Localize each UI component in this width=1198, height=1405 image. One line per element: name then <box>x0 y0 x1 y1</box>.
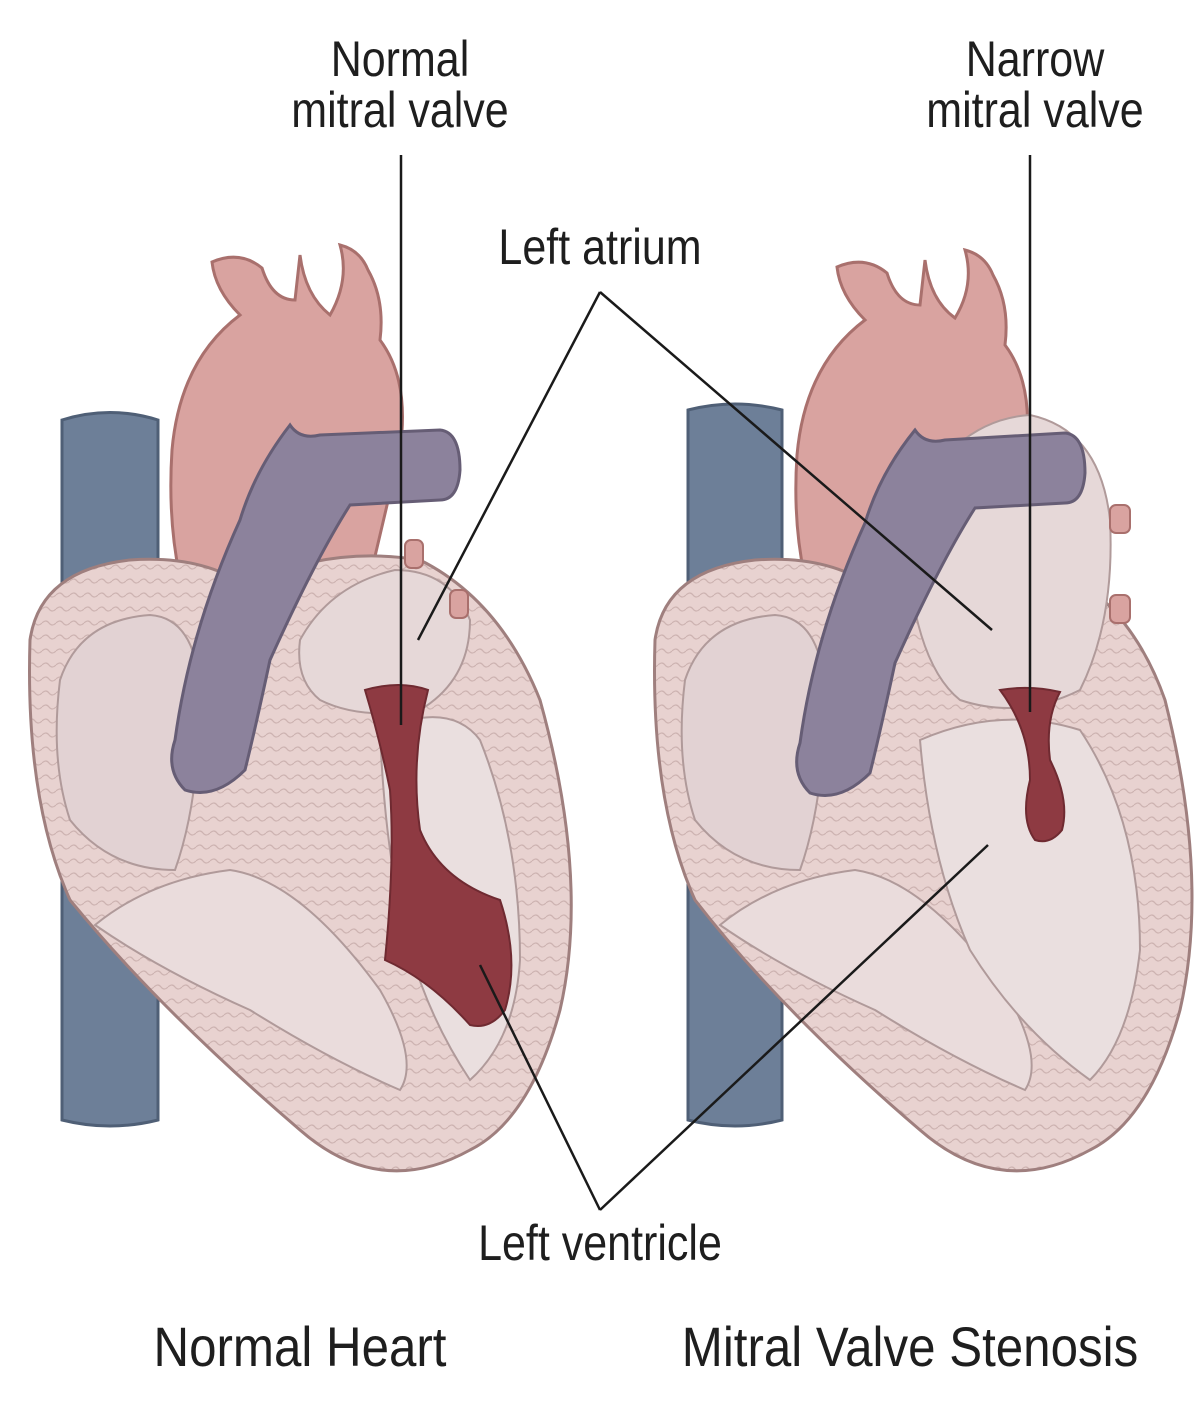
pulmonary-vein-stenosis-2 <box>1110 595 1130 623</box>
label-normal-valve-line1: Normal <box>280 34 521 85</box>
pulmonary-vein-normal-2 <box>450 590 468 618</box>
label-narrow-valve: Narrow mitral valve <box>910 34 1159 136</box>
label-narrow-valve-line1: Narrow <box>910 34 1159 85</box>
label-normal-valve-line2: mitral valve <box>280 85 521 136</box>
caption-mitral-valve-stenosis: Mitral Valve Stenosis <box>672 1318 1147 1375</box>
label-narrow-valve-line2: mitral valve <box>910 85 1159 136</box>
label-left-ventricle: Left ventricle <box>445 1218 755 1269</box>
label-left-atrium: Left atrium <box>471 222 729 273</box>
pulmonary-vein-normal-1 <box>405 540 423 568</box>
label-normal-valve: Normal mitral valve <box>280 34 521 136</box>
normal-heart <box>30 245 572 1171</box>
stenosis-heart <box>655 250 1193 1171</box>
caption-normal-heart: Normal Heart <box>133 1318 467 1375</box>
pulmonary-vein-stenosis-1 <box>1110 505 1130 533</box>
